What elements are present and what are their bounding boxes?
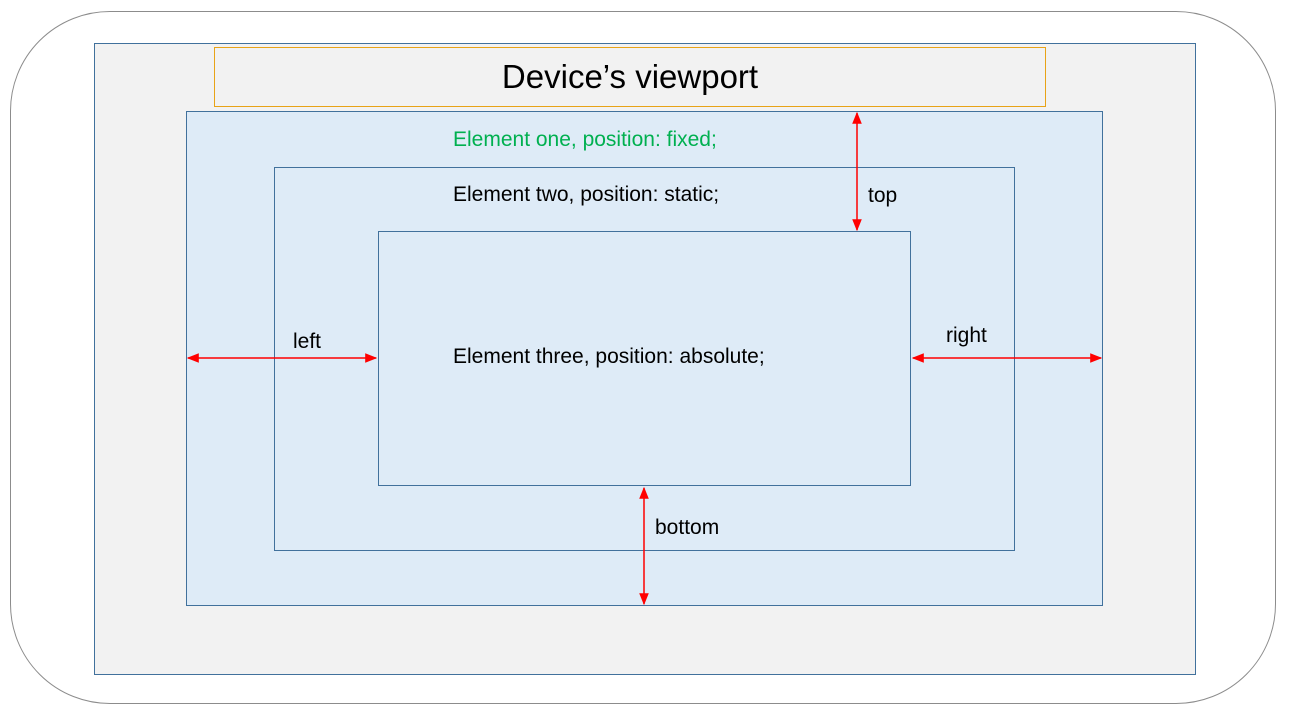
element-one-label: Element one, position: fixed; — [453, 128, 717, 151]
element-three-box — [378, 231, 911, 486]
viewport-title: Device’s viewport — [501, 58, 759, 95]
bottom-offset-label: bottom — [655, 516, 720, 539]
viewport-title-box: Device’s viewport — [214, 47, 1046, 107]
element-three-label: Element three, position: absolute; — [453, 345, 765, 368]
left-offset-label: left — [293, 330, 322, 353]
right-offset-label: right — [946, 324, 987, 347]
element-two-label: Element two, position: static; — [453, 183, 720, 206]
top-offset-label: top — [868, 184, 898, 207]
